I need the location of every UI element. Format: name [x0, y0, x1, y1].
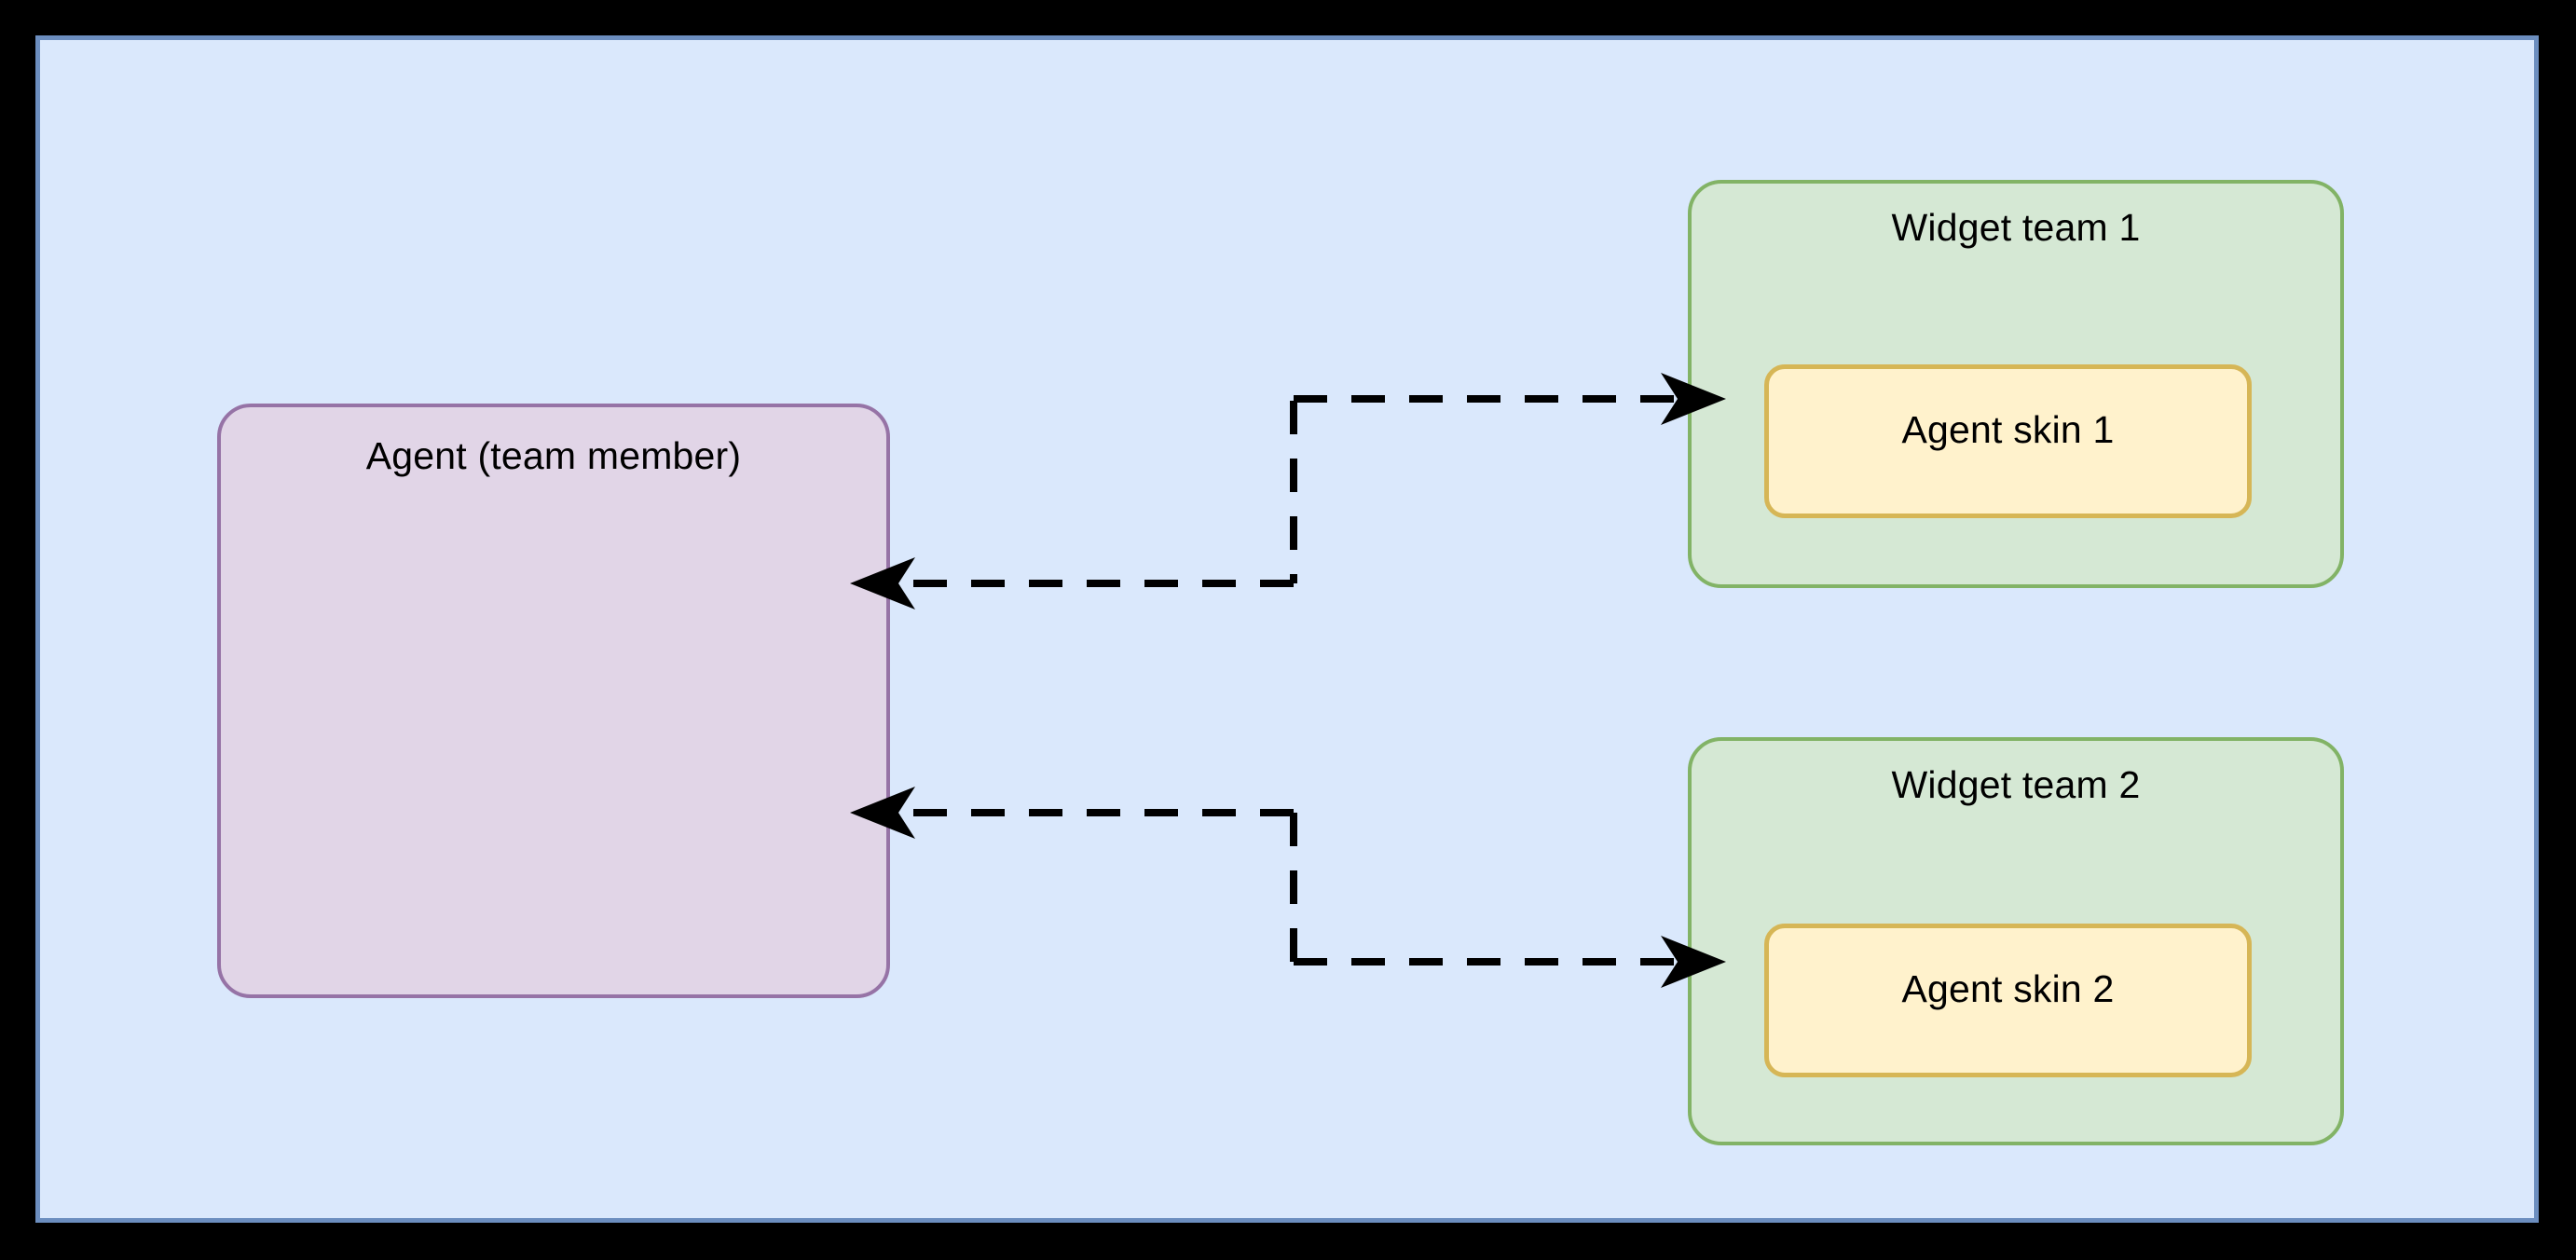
node-widget-team-2-label: Widget team 2: [1891, 763, 2141, 806]
node-agent-skin-1[interactable]: Agent skin 1: [1764, 364, 2252, 518]
node-agent-team-member[interactable]: Agent (team member): [217, 404, 890, 998]
node-agent-skin-2[interactable]: Agent skin 2: [1764, 924, 2252, 1077]
node-agent-team-member-label: Agent (team member): [365, 434, 742, 477]
node-agent-skin-2-label: Agent skin 2: [1901, 967, 2115, 1010]
node-agent-skin-1-label: Agent skin 1: [1901, 408, 2115, 451]
node-widget-team-1-label: Widget team 1: [1891, 206, 2141, 249]
diagram-canvas: Agent (team member) Widget team 1 Agent …: [35, 35, 2539, 1223]
